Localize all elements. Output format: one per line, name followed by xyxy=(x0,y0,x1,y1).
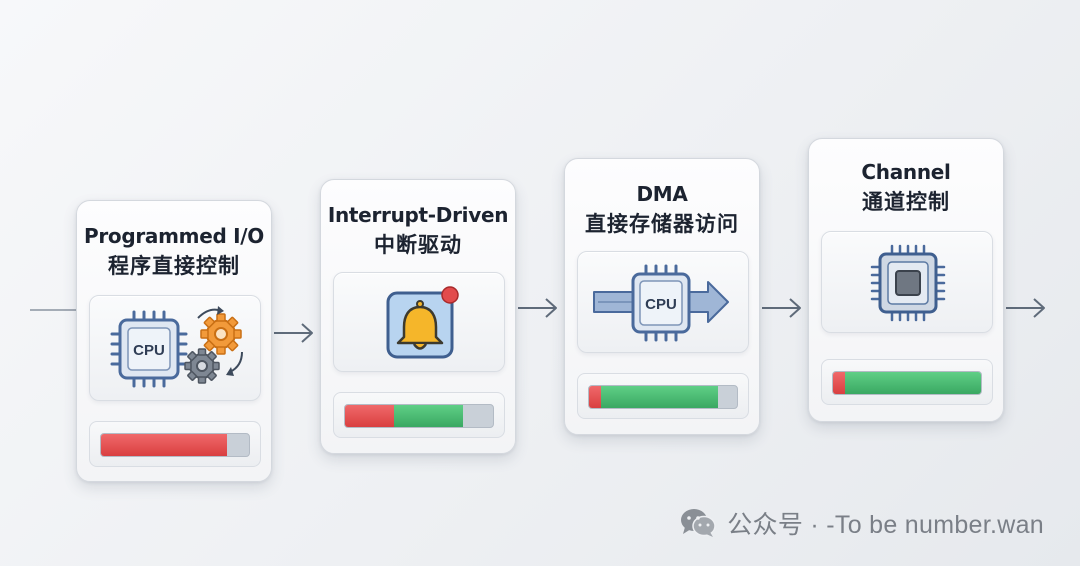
stage-icon-panel xyxy=(333,272,505,372)
stage-card-interrupt-driven: Interrupt-Driven 中断驱动 xyxy=(320,179,516,454)
stage-icon-panel xyxy=(821,231,993,333)
flow-arrow-4 xyxy=(1006,298,1045,318)
cpu-busy-segment xyxy=(833,372,845,394)
flow-arrow-2 xyxy=(518,298,557,318)
cpu-chip-label: CPU xyxy=(133,342,165,359)
stage-title: Channel 通道控制 xyxy=(809,157,1003,217)
io-work-segment xyxy=(393,405,464,427)
stage-title-zh: 通道控制 xyxy=(862,190,950,214)
io-work-segment xyxy=(600,386,718,408)
io-work-segment xyxy=(844,372,981,394)
stage-icon-panel: CPU xyxy=(89,295,261,401)
flow-arrow-1 xyxy=(274,323,313,343)
cpu-usage-bar-panel xyxy=(89,421,261,467)
stage-card-dma: DMA 直接存储器访问 CPU xyxy=(564,158,760,435)
cpu-dataflow-icon: CPU xyxy=(593,264,729,342)
cpu-busy-segment xyxy=(589,386,601,408)
cpu-busy-segment xyxy=(101,434,227,456)
cpu-usage-bar-panel xyxy=(577,373,749,419)
stage-title-en: Programmed I/O xyxy=(83,224,264,248)
cpu-usage-bar-panel xyxy=(333,392,505,438)
stage-title: Interrupt-Driven 中断驱动 xyxy=(321,200,515,260)
cpu-usage-bar xyxy=(100,433,250,457)
stage-title-zh: 中断驱动 xyxy=(374,233,462,257)
watermark-text: 公众号 · -To be number.wan xyxy=(727,511,1044,539)
watermark: 公众号 · -To be number.wan xyxy=(679,506,1044,540)
cpu-usage-bar xyxy=(832,371,982,395)
flow-arrow-3 xyxy=(762,298,801,318)
cpu-usage-bar xyxy=(344,404,494,428)
bell-notification-icon xyxy=(386,286,459,359)
cpu-usage-bar-panel xyxy=(821,359,993,405)
cpu-usage-bar xyxy=(588,385,738,409)
stage-title-en: DMA xyxy=(636,182,688,206)
stage-title-en: Channel xyxy=(861,160,951,184)
cpu-busy-segment xyxy=(345,405,394,427)
stage-card-programmed-io: Programmed I/O 程序直接控制 CPU xyxy=(76,200,272,482)
stage-title-zh: 程序直接控制 xyxy=(108,254,240,278)
stage-title-zh: 直接存储器访问 xyxy=(585,212,739,236)
cpu-gears-icon: CPU xyxy=(110,306,243,388)
stage-title: Programmed I/O 程序直接控制 xyxy=(77,221,271,281)
stage-card-channel: Channel 通道控制 xyxy=(808,138,1004,422)
stage-icon-panel: CPU xyxy=(577,251,749,353)
stage-title-en: Interrupt-Driven xyxy=(327,203,509,227)
stage-title: DMA 直接存储器访问 xyxy=(565,179,759,239)
cpu-chip-label: CPU xyxy=(645,296,677,313)
flow-lead-line xyxy=(30,309,78,311)
wechat-icon xyxy=(681,509,716,537)
processor-chip-icon xyxy=(870,244,946,322)
